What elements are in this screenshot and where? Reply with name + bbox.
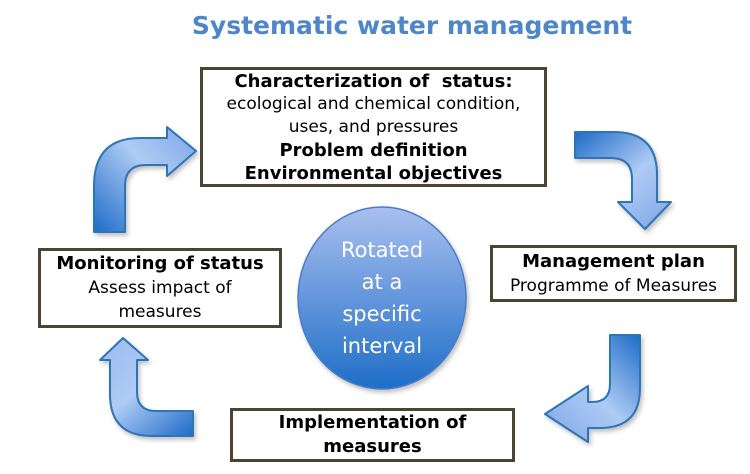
center-line: specific — [342, 302, 422, 326]
box-line: Characterization of status: — [234, 70, 513, 92]
center-ellipse — [297, 206, 467, 390]
center-ellipse-label: Rotated at a specific interval — [298, 207, 466, 389]
arrow-management-to-implementation-icon — [544, 334, 641, 443]
arrow-monitoring-to-characterization-icon — [93, 126, 197, 233]
page-title: Systematic water management — [191, 11, 633, 40]
box-line: Management plan — [522, 250, 705, 272]
box-monitoring-of-status: Monitoring of status Assess impact of me… — [38, 248, 282, 328]
box-line: measures — [323, 436, 422, 457]
arrow-implementation-to-monitoring-icon — [99, 337, 194, 437]
center-line: Rotated — [340, 238, 424, 262]
box-line: Implementation of — [278, 412, 467, 433]
box-line: measures — [118, 302, 202, 322]
box-line: Assess impact of — [88, 278, 232, 298]
center-line: interval — [341, 334, 423, 358]
box-line: ecological and chemical condition, — [226, 93, 521, 114]
box-line: Problem definition — [279, 139, 468, 161]
box-line: Programme of Measures — [509, 275, 718, 296]
box-line: uses, and pressures — [288, 116, 459, 137]
box-characterization-of-status: Characterization of status: ecological a… — [200, 67, 547, 187]
box-line: Monitoring of status — [56, 253, 264, 274]
arrow-characterization-to-management-icon — [574, 131, 672, 230]
box-line: Environmental objectives — [244, 162, 503, 184]
box-implementation-of-measures: Implementation of measures — [230, 408, 515, 462]
box-management-plan: Management plan Programme of Measures — [490, 245, 737, 302]
center-line: at a — [361, 270, 403, 294]
